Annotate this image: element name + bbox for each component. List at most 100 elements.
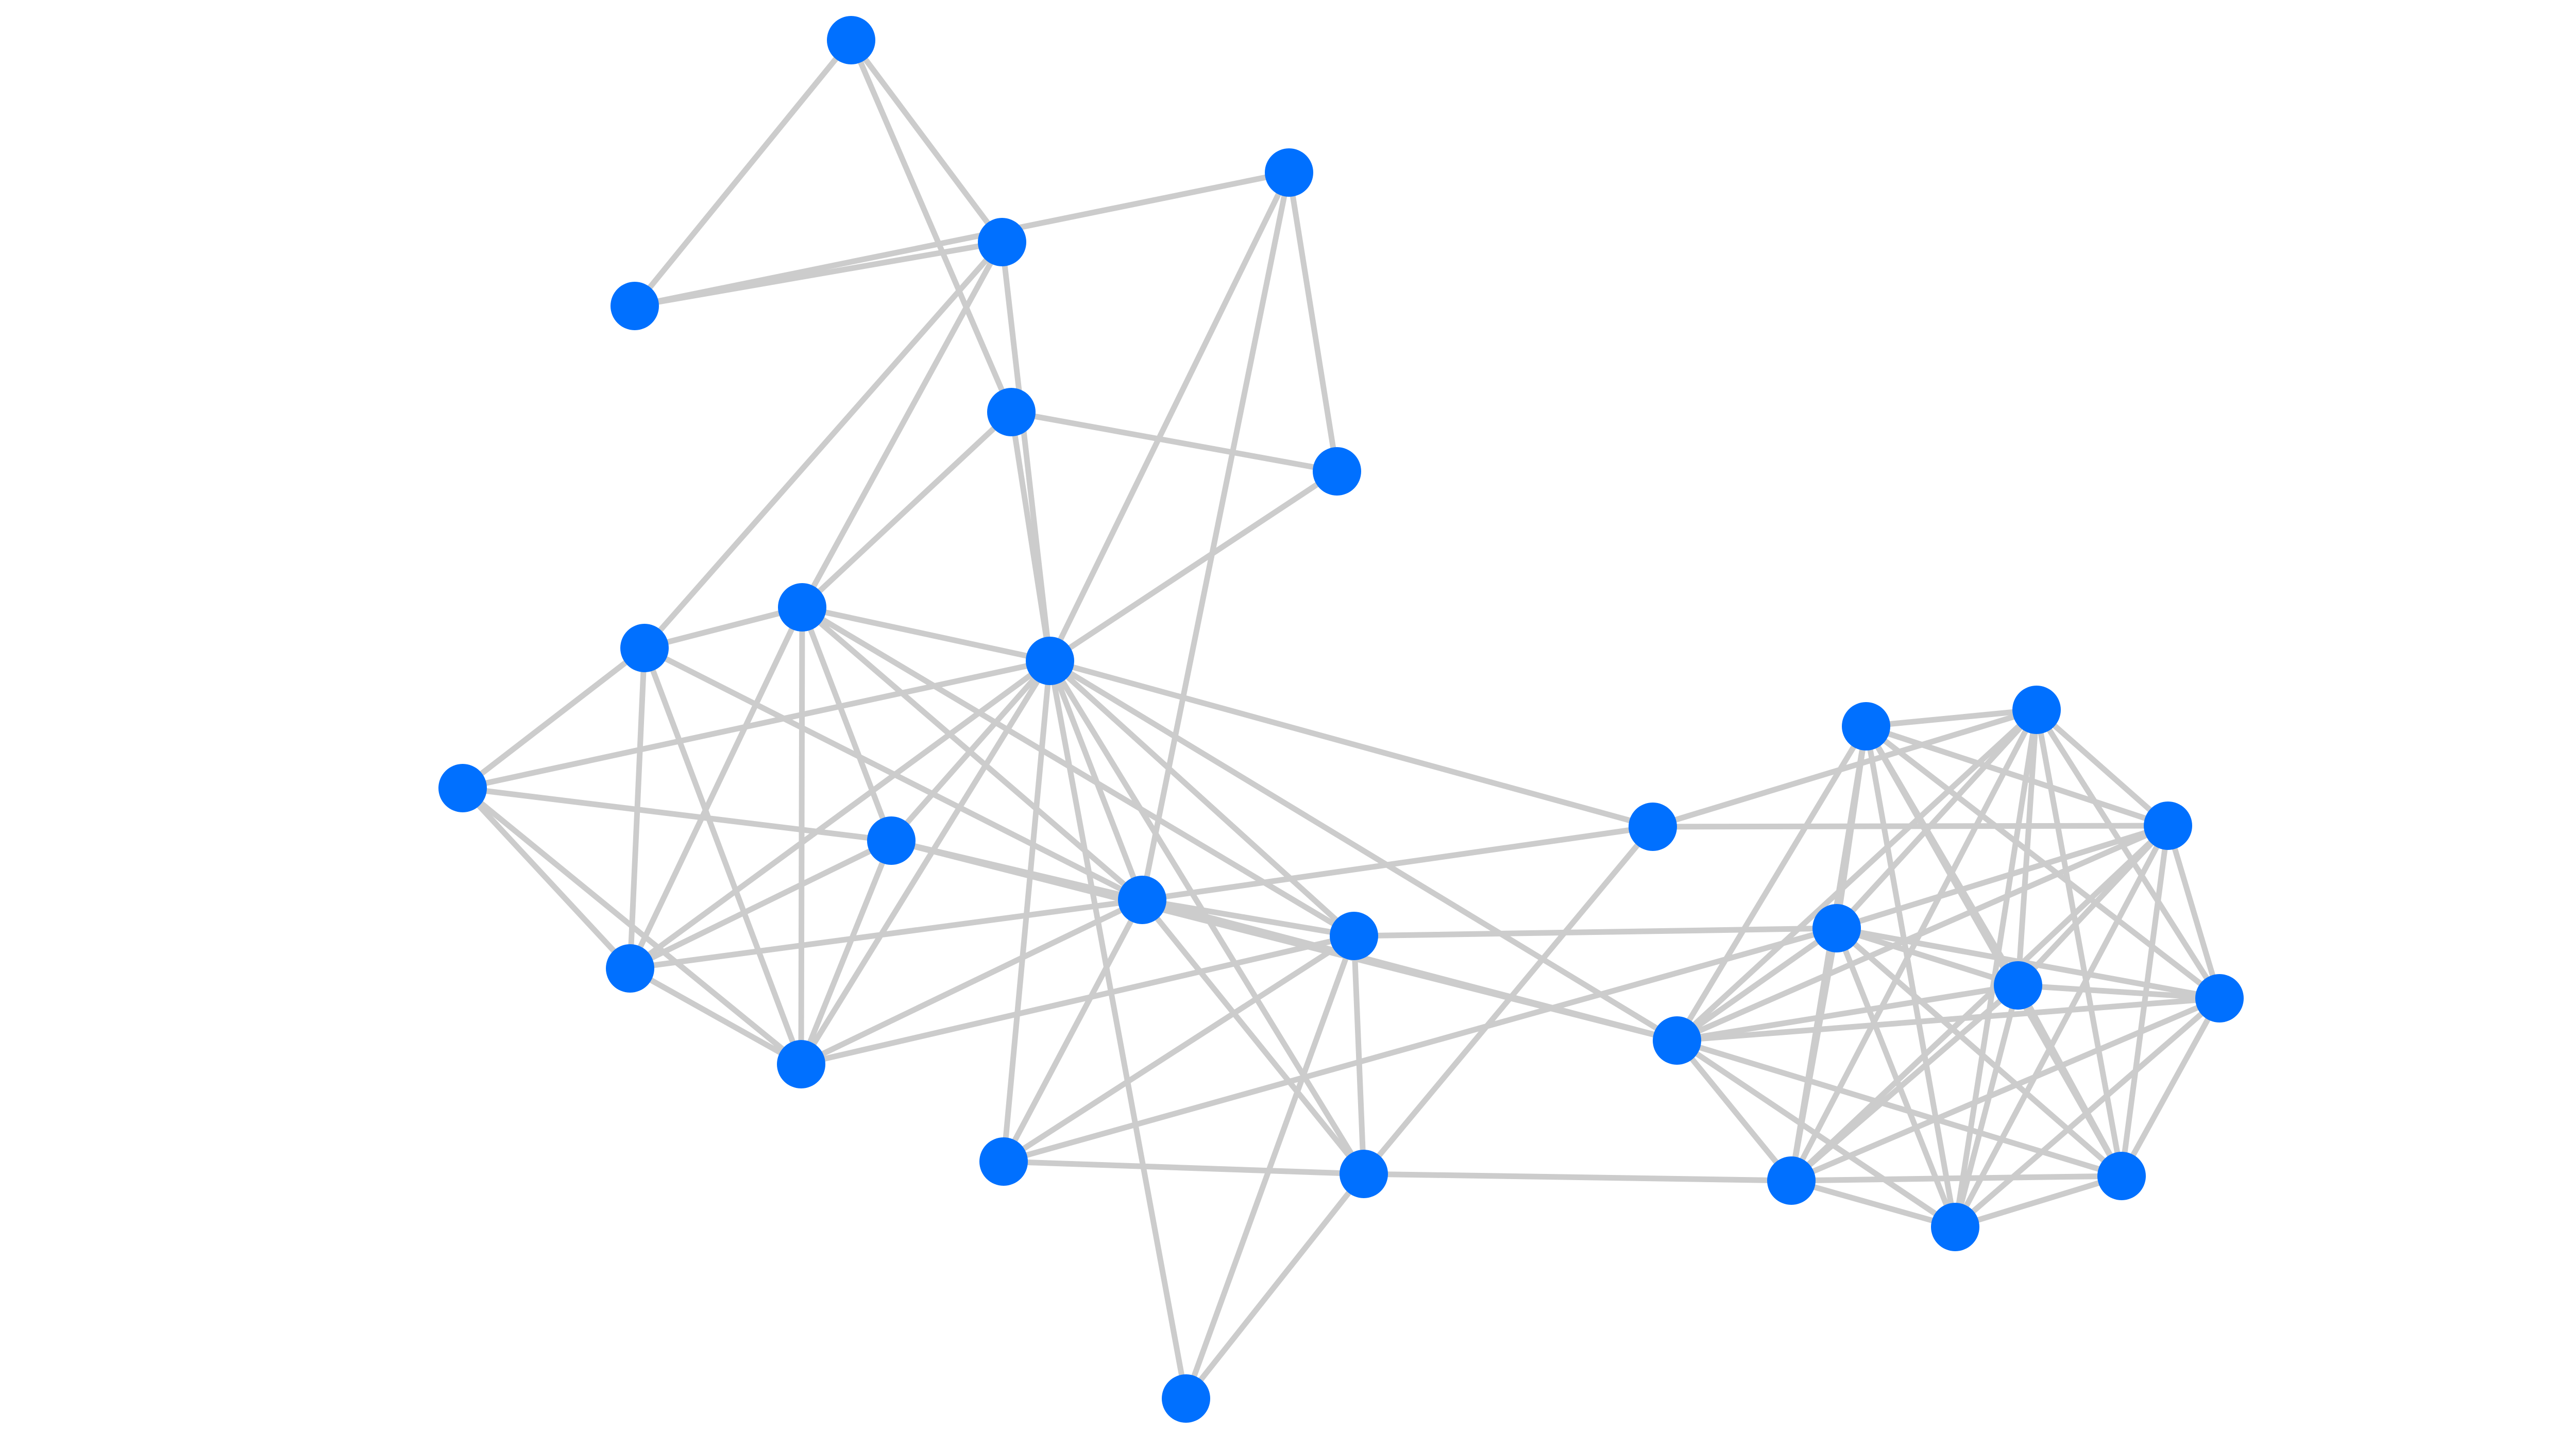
edge-n14-n20: [1351, 925, 1840, 939]
node-n22: [1767, 1156, 1816, 1205]
edge-n1-n5: [632, 169, 1292, 309]
node-n9: [778, 583, 826, 632]
edge-n2-n6: [641, 239, 1005, 651]
edge-n19-n22: [1674, 1037, 1794, 1184]
edge-n9-n10: [627, 604, 805, 971]
edge-n11-n13: [798, 897, 1145, 1067]
edge-n19-n21: [1674, 723, 1869, 1044]
edge-n7-n11: [460, 785, 804, 1067]
edge-n22-n23: [1788, 707, 2040, 1184]
node-n26: [2195, 974, 2244, 1022]
node-n17: [1162, 1374, 1210, 1423]
edge-n8-n19: [1047, 658, 1680, 1044]
node-n27: [1931, 1203, 1979, 1251]
edge-n28-n20: [1834, 925, 2125, 1179]
edge-n10-n11: [627, 965, 804, 1067]
edge-n8-n14: [1047, 658, 1357, 939]
edge-n7-n8: [460, 658, 1053, 791]
edge-n28-n19: [1674, 1037, 2125, 1179]
edge-n14-n17: [1183, 933, 1357, 1402]
edge-n22-n26: [1788, 995, 2223, 1184]
edge-n3-n4: [1008, 409, 1340, 474]
edge-n20-n24: [1834, 823, 2171, 931]
edge-n10-n12: [627, 838, 894, 971]
edge-n20-n25: [1834, 925, 2021, 988]
edge-n21-n23: [1863, 707, 2040, 729]
edge-n8-n9: [799, 604, 1053, 664]
edge-n25-n26: [2015, 982, 2223, 1001]
node-n24: [2144, 802, 2192, 850]
edge-n9-n13: [799, 604, 1145, 903]
edge-n28-n24: [2119, 823, 2171, 1179]
edge-n5-n13: [1139, 169, 1292, 903]
edge-n10-n13: [627, 897, 1145, 971]
edge-n13-n18: [1139, 824, 1656, 903]
node-n19: [1653, 1016, 1701, 1065]
node-n16: [1340, 1150, 1388, 1198]
edge-n0-n1: [632, 37, 854, 309]
node-n15: [979, 1137, 1028, 1186]
edge-n20-n19: [1674, 925, 1840, 1044]
edge-n25-n27: [1952, 982, 2021, 1230]
node-n10: [606, 944, 654, 993]
edge-n5-n8: [1047, 169, 1292, 664]
node-n3: [987, 388, 1036, 436]
edge-n16-n17: [1183, 1171, 1367, 1402]
node-n0: [827, 16, 875, 64]
edge-n9-n11: [798, 604, 805, 1067]
edge-n3-n9: [799, 409, 1014, 610]
edge-n9-n12: [799, 604, 894, 844]
edge-n3-n8: [1008, 409, 1053, 664]
edge-n23-n27: [1952, 707, 2040, 1230]
edge-n13-n16: [1139, 897, 1367, 1177]
edge-n21-n26: [1863, 723, 2223, 1001]
edge-n4-n8: [1047, 468, 1340, 664]
edge-n18-n23: [1650, 707, 2040, 830]
edge-n6-n11: [641, 645, 804, 1067]
edge-n0-n2: [848, 37, 1005, 245]
node-n12: [867, 816, 916, 865]
edge-n22-n27: [1788, 1178, 1958, 1230]
node-n21: [1842, 702, 1890, 751]
node-n8: [1026, 637, 1074, 685]
node-n6: [620, 624, 669, 672]
edge-n21-n24: [1863, 723, 2171, 829]
edge-n23-n24: [2033, 707, 2171, 829]
node-n7: [438, 764, 487, 812]
edge-n15-n16: [1001, 1158, 1367, 1177]
edge-n23-n25: [2015, 707, 2040, 988]
edge-n20-n23: [1834, 707, 2040, 931]
edge-n28-n23: [2033, 707, 2125, 1179]
edge-n8-n15: [1001, 658, 1053, 1165]
edge-n13-n14: [1139, 897, 1357, 939]
edge-n16-n22: [1361, 1171, 1794, 1184]
edge-n15-n20: [1001, 925, 1840, 1165]
edge-n22-n24: [1788, 823, 2171, 1184]
node-n28: [2097, 1152, 2146, 1200]
node-n14: [1330, 912, 1378, 960]
node-n4: [1313, 447, 1361, 496]
node-n20: [1812, 904, 1861, 952]
edge-n24-n27: [1952, 823, 2171, 1230]
node-n1: [611, 282, 659, 330]
edge-n24-n25: [2015, 823, 2171, 988]
edge-n6-n9: [641, 604, 805, 651]
edge-n14-n16: [1351, 933, 1367, 1177]
edge-n2-n9: [799, 239, 1005, 610]
node-n25: [1994, 961, 2042, 1010]
node-n23: [2012, 686, 2061, 734]
node-n11: [777, 1040, 825, 1088]
edge-n28-n25: [2015, 982, 2125, 1179]
edge-n0-n3: [848, 37, 1014, 415]
edge-n28-n26: [2119, 995, 2223, 1179]
edge-n21-n27: [1863, 723, 1958, 1230]
node-layer: [438, 16, 2244, 1423]
edge-n24-n26: [2165, 823, 2223, 1001]
node-n13: [1118, 876, 1166, 924]
edge-n13-n15: [1001, 897, 1145, 1165]
edge-n11-n14: [798, 933, 1357, 1067]
edge-n22-n25: [1788, 982, 2021, 1184]
edge-n4-n5: [1286, 169, 1340, 474]
edge-layer: [460, 37, 2223, 1402]
